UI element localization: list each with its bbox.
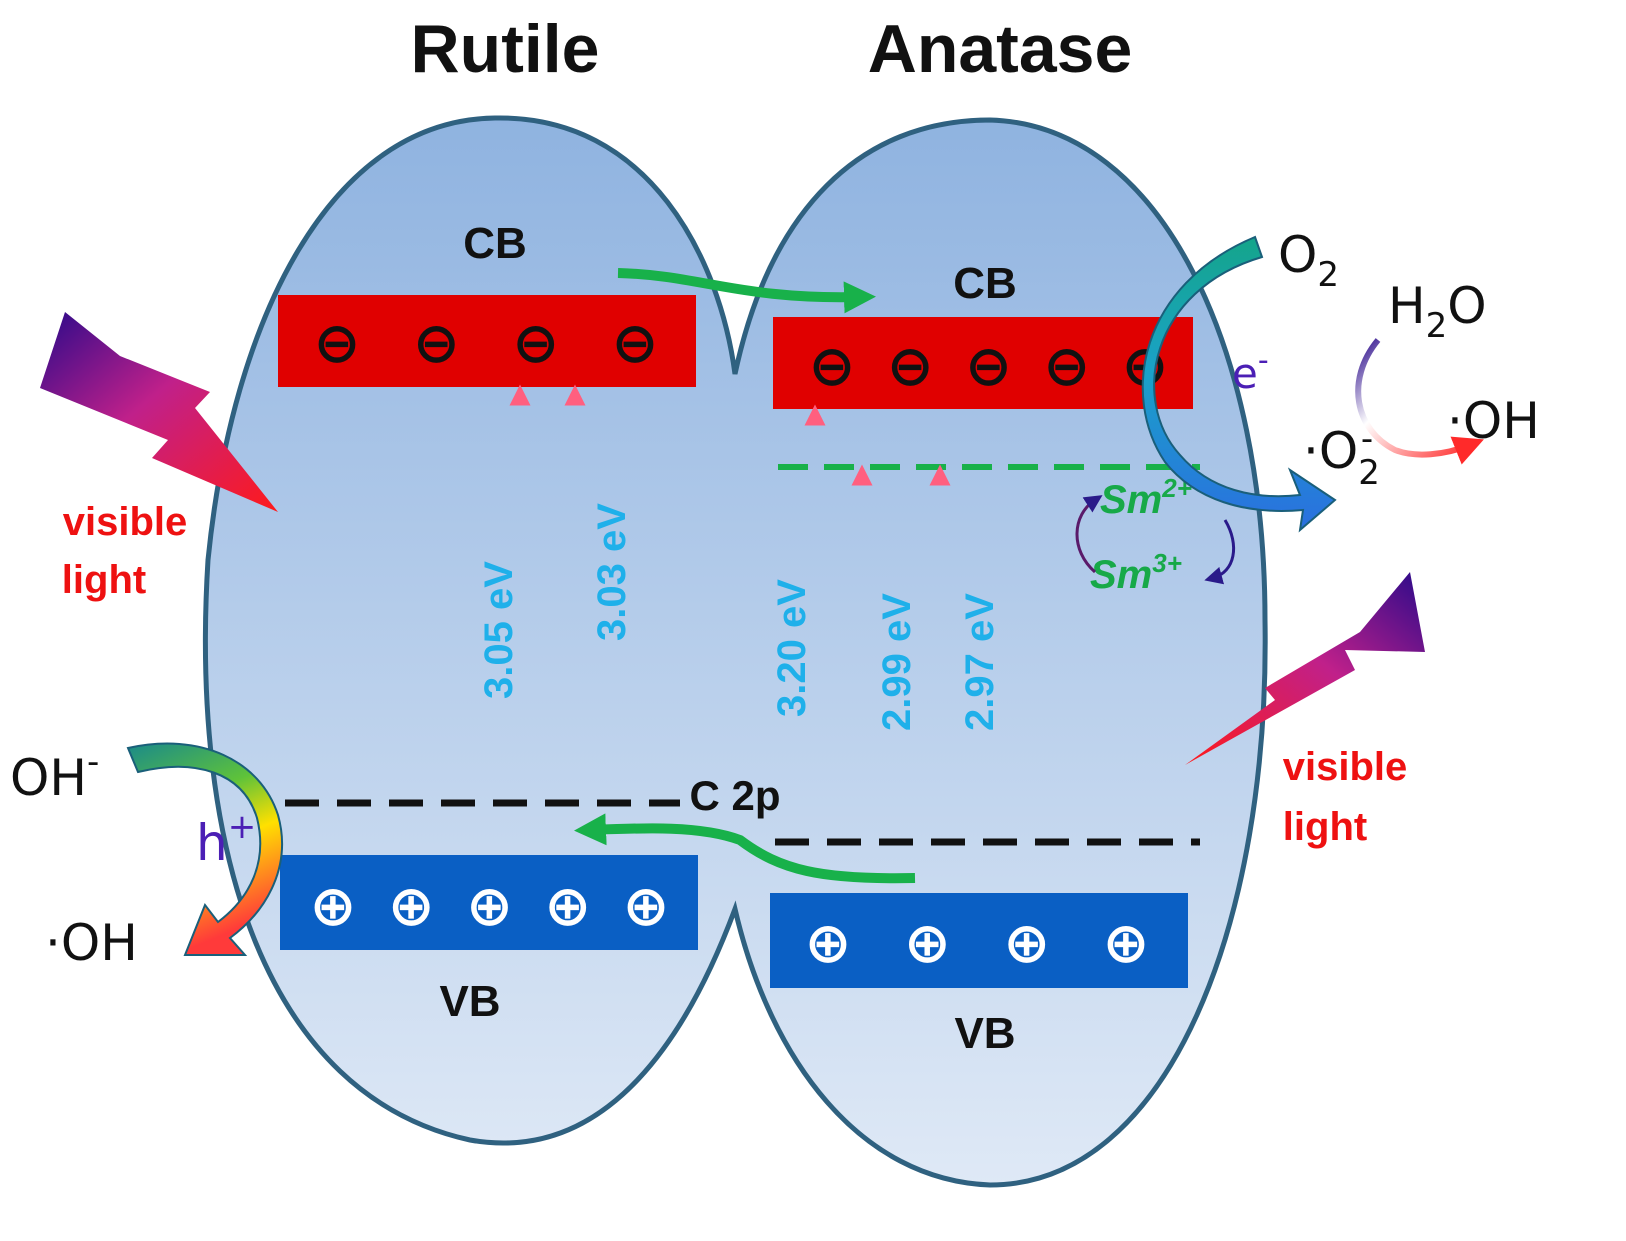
hydroxyl-radical-label: ·OH xyxy=(45,914,138,972)
hole-label: h+ xyxy=(196,807,256,872)
hole-icon: ⊕ xyxy=(623,874,670,939)
hole-icon: ⊕ xyxy=(544,874,591,939)
sm2-label: Sm2+ xyxy=(1100,473,1192,522)
sm-redox-arrow xyxy=(1075,495,1103,574)
rutile-vb-label: VB xyxy=(439,977,500,1026)
electron-icon: ⊖ xyxy=(413,311,460,376)
sm3-label: Sm3+ xyxy=(1090,548,1182,597)
o2-label: O2 xyxy=(1278,226,1339,295)
electron-icon: ⊖ xyxy=(314,311,361,376)
electron-label: e- xyxy=(1232,343,1269,398)
gap-label: 3.20 eV xyxy=(770,579,814,717)
rutile-title: Rutile xyxy=(411,11,600,87)
electron-icon: ⊖ xyxy=(1043,334,1090,399)
anatase-conduction-band xyxy=(773,317,1193,409)
oh-oxidation-arrow xyxy=(126,742,283,956)
hydroxide-label: OH- xyxy=(10,742,99,807)
hole-icon: ⊕ xyxy=(388,874,435,939)
anatase-holes: ⊕ ⊕ ⊕ ⊕ xyxy=(805,911,1150,976)
lightning-bolt-icon xyxy=(1185,572,1425,765)
gap-label: 2.97 eV xyxy=(958,593,1002,731)
gap-label: 2.99 eV xyxy=(875,593,919,731)
hole-icon: ⊕ xyxy=(310,874,357,939)
superoxide-label: ·O2- xyxy=(1303,419,1380,493)
hole-icon: ⊕ xyxy=(805,911,852,976)
anatase-valence-band xyxy=(770,893,1188,988)
hole-icon: ⊕ xyxy=(1103,911,1150,976)
anatase-cb-label: CB xyxy=(953,259,1017,308)
hole-icon: ⊕ xyxy=(466,874,513,939)
crystal-body xyxy=(202,115,1268,1188)
electron-icon: ⊖ xyxy=(887,334,934,399)
lightning-bolt-icon xyxy=(40,312,278,512)
hydroxyl-radical-label: ·OH xyxy=(1447,392,1540,450)
hole-icon: ⊕ xyxy=(1003,911,1050,976)
hole-transfer-arrow xyxy=(574,813,916,884)
hole-icon: ⊕ xyxy=(904,911,951,976)
anatase-title: Anatase xyxy=(868,11,1133,87)
electron-icon: ⊖ xyxy=(965,334,1012,399)
rutile-conduction-band xyxy=(278,295,696,387)
h2o-oxidation-arrow xyxy=(1355,338,1484,465)
c2p-label: C 2p xyxy=(689,772,780,819)
o2-reduction-arrow xyxy=(1141,235,1337,533)
h2o-label: H2O xyxy=(1388,277,1487,346)
gap-label: 3.03 eV xyxy=(590,503,634,641)
anatase-vb-label: VB xyxy=(954,1009,1015,1058)
electron-icon: ⊖ xyxy=(809,334,856,399)
rutile-cb-label: CB xyxy=(463,219,527,268)
rutile-valence-band xyxy=(280,855,698,950)
gap-label: 3.05 eV xyxy=(477,561,521,699)
electron-icon: ⊖ xyxy=(512,311,559,376)
sm-redox-arrow xyxy=(1204,519,1235,585)
electron-transfer-arrow xyxy=(617,268,876,314)
rutile-holes: ⊕ ⊕ ⊕ ⊕ ⊕ xyxy=(310,874,670,939)
electron-icon: ⊖ xyxy=(612,311,659,376)
rutile-electrons: ⊖ ⊖ ⊖ ⊖ xyxy=(314,311,659,376)
